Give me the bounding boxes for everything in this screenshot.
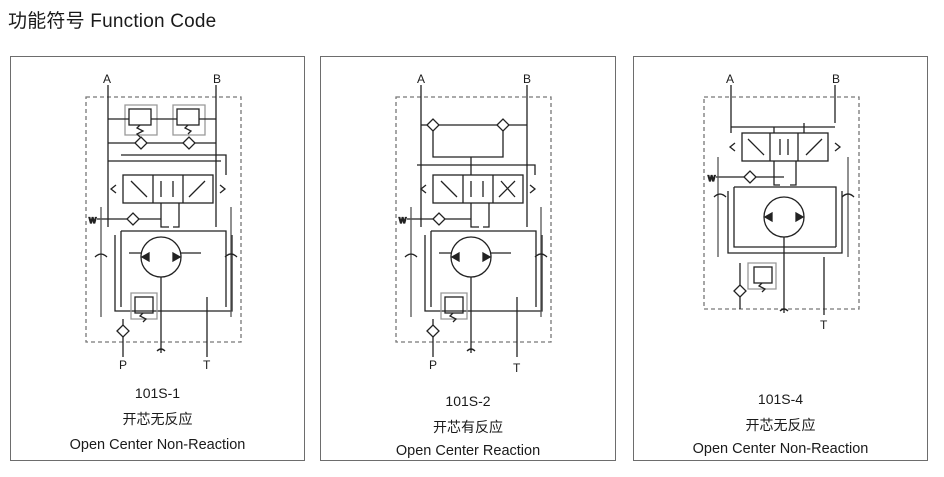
- svg-text:w: w: [707, 173, 716, 184]
- port-p-label: P: [429, 358, 437, 372]
- function-description-cn: 开芯有反应: [433, 420, 503, 436]
- port-p-label: P: [119, 358, 127, 372]
- port-b-label: B: [213, 72, 221, 86]
- function-code: 101S-4: [757, 391, 804, 407]
- port-b-label: B: [523, 72, 531, 86]
- port-a-label: A: [417, 72, 425, 86]
- function-description-en: Open Center Non-Reaction: [69, 437, 246, 453]
- function-code: 101S-1: [134, 385, 181, 401]
- function-description-en: Open Center Non-Reaction: [692, 441, 869, 457]
- svg-text:w: w: [398, 215, 407, 226]
- hydraulic-schematic-101s-2: w A B P T: [395, 72, 552, 375]
- hydraulic-schematic-101s-4: w A B T: [703, 72, 860, 332]
- port-b-label: B: [832, 72, 840, 86]
- function-code-panel-1: w A B P T 101S-1 开芯无反应 Open Center Non-R…: [10, 56, 305, 461]
- hydraulic-schematic-101s-1: w A B P T: [85, 72, 242, 372]
- port-t-label: T: [820, 318, 828, 332]
- port-a-label: A: [726, 72, 734, 86]
- page-title: 功能符号 Function Code: [8, 11, 217, 32]
- function-description-cn: 开芯无反应: [745, 418, 816, 434]
- function-description-cn: 开芯无反应: [122, 412, 193, 428]
- function-code: 101S-2: [445, 393, 491, 409]
- svg-text:w: w: [88, 215, 97, 226]
- function-code-panel-2: w A B P T 101S-2 开芯有反应 Open Center React…: [320, 56, 616, 461]
- port-t-label: T: [513, 361, 521, 375]
- port-a-label: A: [103, 72, 111, 86]
- function-description-en: Open Center Reaction: [395, 443, 541, 459]
- port-t-label: T: [203, 358, 211, 372]
- function-code-panel-3: w A B T 101S-4 开芯无反应 Open Center Non-Rea…: [633, 56, 928, 461]
